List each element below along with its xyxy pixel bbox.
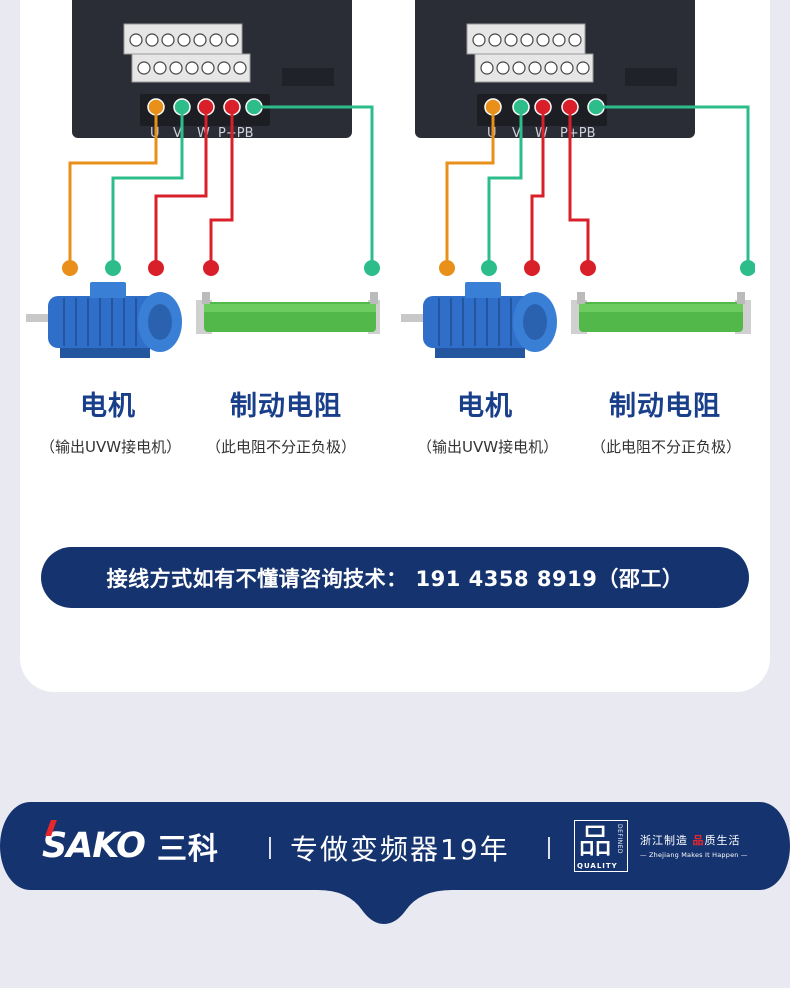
motor-title: 电机 [80, 391, 136, 422]
contact-banner: 接线方式如有不懂请咨询技术： 191 4358 8919（邵工） [41, 547, 749, 608]
terminal-label-p-pb: P+PB [560, 126, 596, 141]
footer-divider [269, 837, 271, 859]
brand-logo-text: SAKO [42, 820, 146, 866]
resistor-title: 制动电阻 [609, 391, 721, 422]
quality-seal-icon: 品 DEFINED QUALITY [574, 820, 628, 872]
footer-background [0, 802, 790, 924]
resistor-title: 制动电阻 [230, 391, 342, 422]
footer-banner [0, 800, 790, 930]
braking-resistor-icon [196, 292, 380, 334]
motor-subtitle: （输出UVW接电机） [40, 438, 182, 456]
wiring-diagram-1-graphic: U V W P+PB [26, 0, 380, 358]
quality-slogan-en: — Zhejiang Makes It Happen — [640, 851, 748, 859]
brand-cn-name: 三科 [156, 832, 219, 867]
terminal-label-v: V [512, 126, 521, 141]
motor-subtitle: （输出UVW接电机） [417, 438, 559, 456]
inverter-terminal-block-icon [72, 0, 352, 138]
quality-badge: 品 DEFINED QUALITY 浙江制造 品质生活 — Zhejiang M… [574, 820, 764, 874]
wires [445, 105, 750, 268]
resistor-subtitle: （此电阻不分正负极） [206, 438, 357, 456]
contact-text: 接线方式如有不懂请咨询技术： 191 4358 8919（邵工） [106, 566, 684, 591]
wiring-diagram-2: U V W P+PB [395, 0, 755, 470]
wiring-diagram-1: U V W P+PB [20, 0, 380, 470]
wires [68, 105, 374, 268]
motor-icon [26, 282, 182, 358]
footer-tagline: 专做变频器19年 [290, 833, 510, 866]
terminal-label-v: V [173, 126, 182, 141]
resistor-subtitle: （此电阻不分正负极） [591, 438, 742, 456]
terminal-label-p-pb: P+PB [218, 126, 254, 141]
quality-slogan: 浙江制造 品质生活 [640, 834, 741, 847]
inverter-terminal-block-icon [415, 0, 695, 138]
terminal-label-w: W [197, 126, 210, 141]
footer-divider [548, 837, 550, 859]
wiring-diagram-2-graphic: U V W P+PB [401, 0, 755, 358]
braking-resistor-icon [571, 292, 751, 334]
motor-icon [401, 282, 557, 358]
brand-logo: SAKO 三科 [42, 820, 219, 867]
motor-title: 电机 [457, 391, 513, 422]
